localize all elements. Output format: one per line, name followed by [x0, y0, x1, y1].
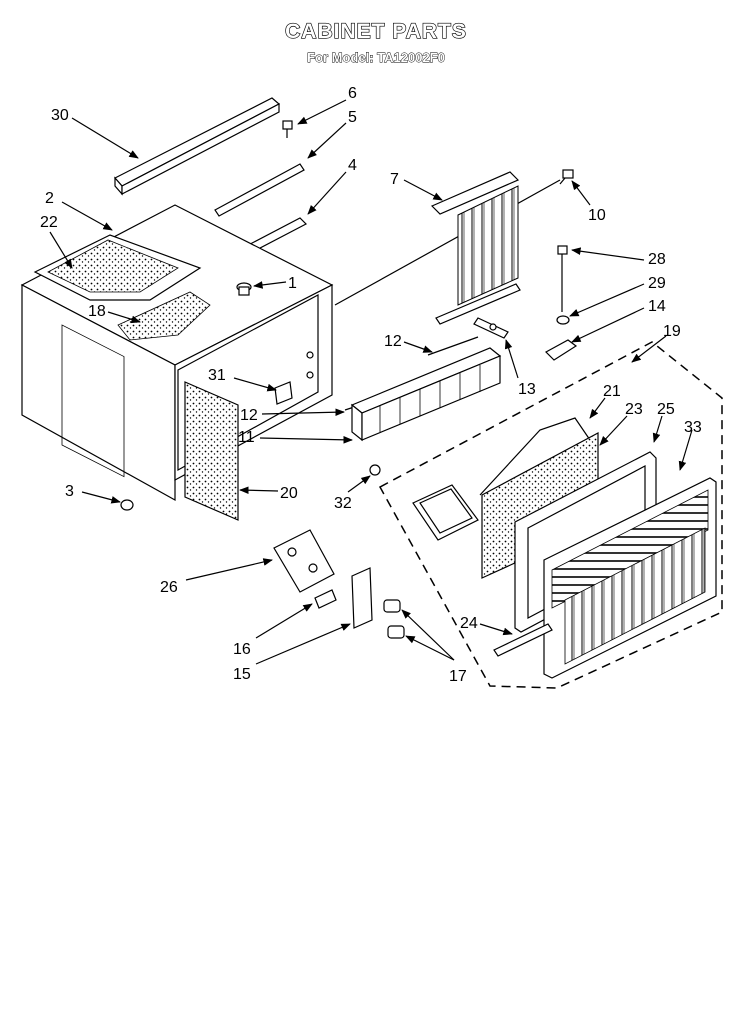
callout-29: 29 [648, 275, 666, 292]
callout-23: 23 [625, 401, 643, 418]
callout-6: 6 [348, 85, 357, 102]
callout-28: 28 [648, 251, 666, 268]
callout-20: 20 [280, 485, 298, 502]
callout-labels: 30 6 5 4 2 22 7 10 1 28 29 14 18 12 19 1… [40, 85, 702, 685]
callout-25: 25 [657, 401, 675, 418]
part-30-top-rail [114, 97, 281, 196]
part-24-bar [493, 623, 553, 657]
callout-1: 1 [288, 275, 297, 292]
model-subtitle: For Model: TA12002F0 [307, 50, 446, 66]
part-11-grille [350, 347, 502, 442]
part-5-strip [214, 163, 305, 217]
part-31-clip [274, 381, 293, 405]
part-3-screw [120, 499, 134, 511]
part-32-screw [369, 464, 381, 476]
page-title: CABINET PARTS [284, 19, 467, 43]
callout-5: 5 [348, 109, 357, 126]
callout-7: 7 [390, 171, 399, 188]
callout-13: 13 [518, 381, 536, 398]
part-7-louver-panel [430, 171, 521, 325]
callout-33: 33 [684, 419, 702, 436]
callout-26: 26 [160, 579, 178, 596]
part-14-clip [545, 339, 578, 361]
callout-4: 4 [348, 157, 357, 174]
callout-24: 24 [460, 615, 478, 632]
part-10-screw [559, 169, 574, 185]
callout-12b: 12 [240, 407, 258, 424]
part-1-plug [236, 282, 252, 296]
callout-16: 16 [233, 641, 251, 658]
callout-11: 11 [238, 429, 255, 446]
callout-18: 18 [88, 303, 106, 320]
part-20-insulation [184, 381, 239, 521]
callout-12a: 12 [384, 333, 402, 350]
callout-2: 2 [45, 190, 54, 207]
part-15-plate [351, 567, 373, 629]
callout-3: 3 [65, 483, 74, 500]
front-panel-group-outline [378, 341, 723, 689]
part-16-connector [314, 589, 337, 609]
callout-10: 10 [588, 207, 606, 224]
callout-32: 32 [334, 495, 352, 512]
part-6-screw [282, 120, 293, 138]
callout-22: 22 [40, 214, 58, 231]
part-26-bracket [273, 529, 335, 593]
part-13-bracket [473, 317, 509, 339]
callout-30: 30 [51, 107, 69, 124]
callout-31: 31 [208, 367, 226, 384]
callout-19: 19 [663, 323, 681, 340]
part-28-29-screw-washer [556, 245, 570, 325]
part-33-front-panel [543, 477, 717, 679]
part-21-filter-frame [412, 417, 591, 541]
callout-14: 14 [648, 298, 666, 315]
callout-21: 21 [603, 383, 621, 400]
callout-17: 17 [449, 668, 467, 685]
leader-lines [49, 99, 693, 665]
callout-15: 15 [233, 666, 251, 683]
part-17-knobs [383, 599, 405, 639]
